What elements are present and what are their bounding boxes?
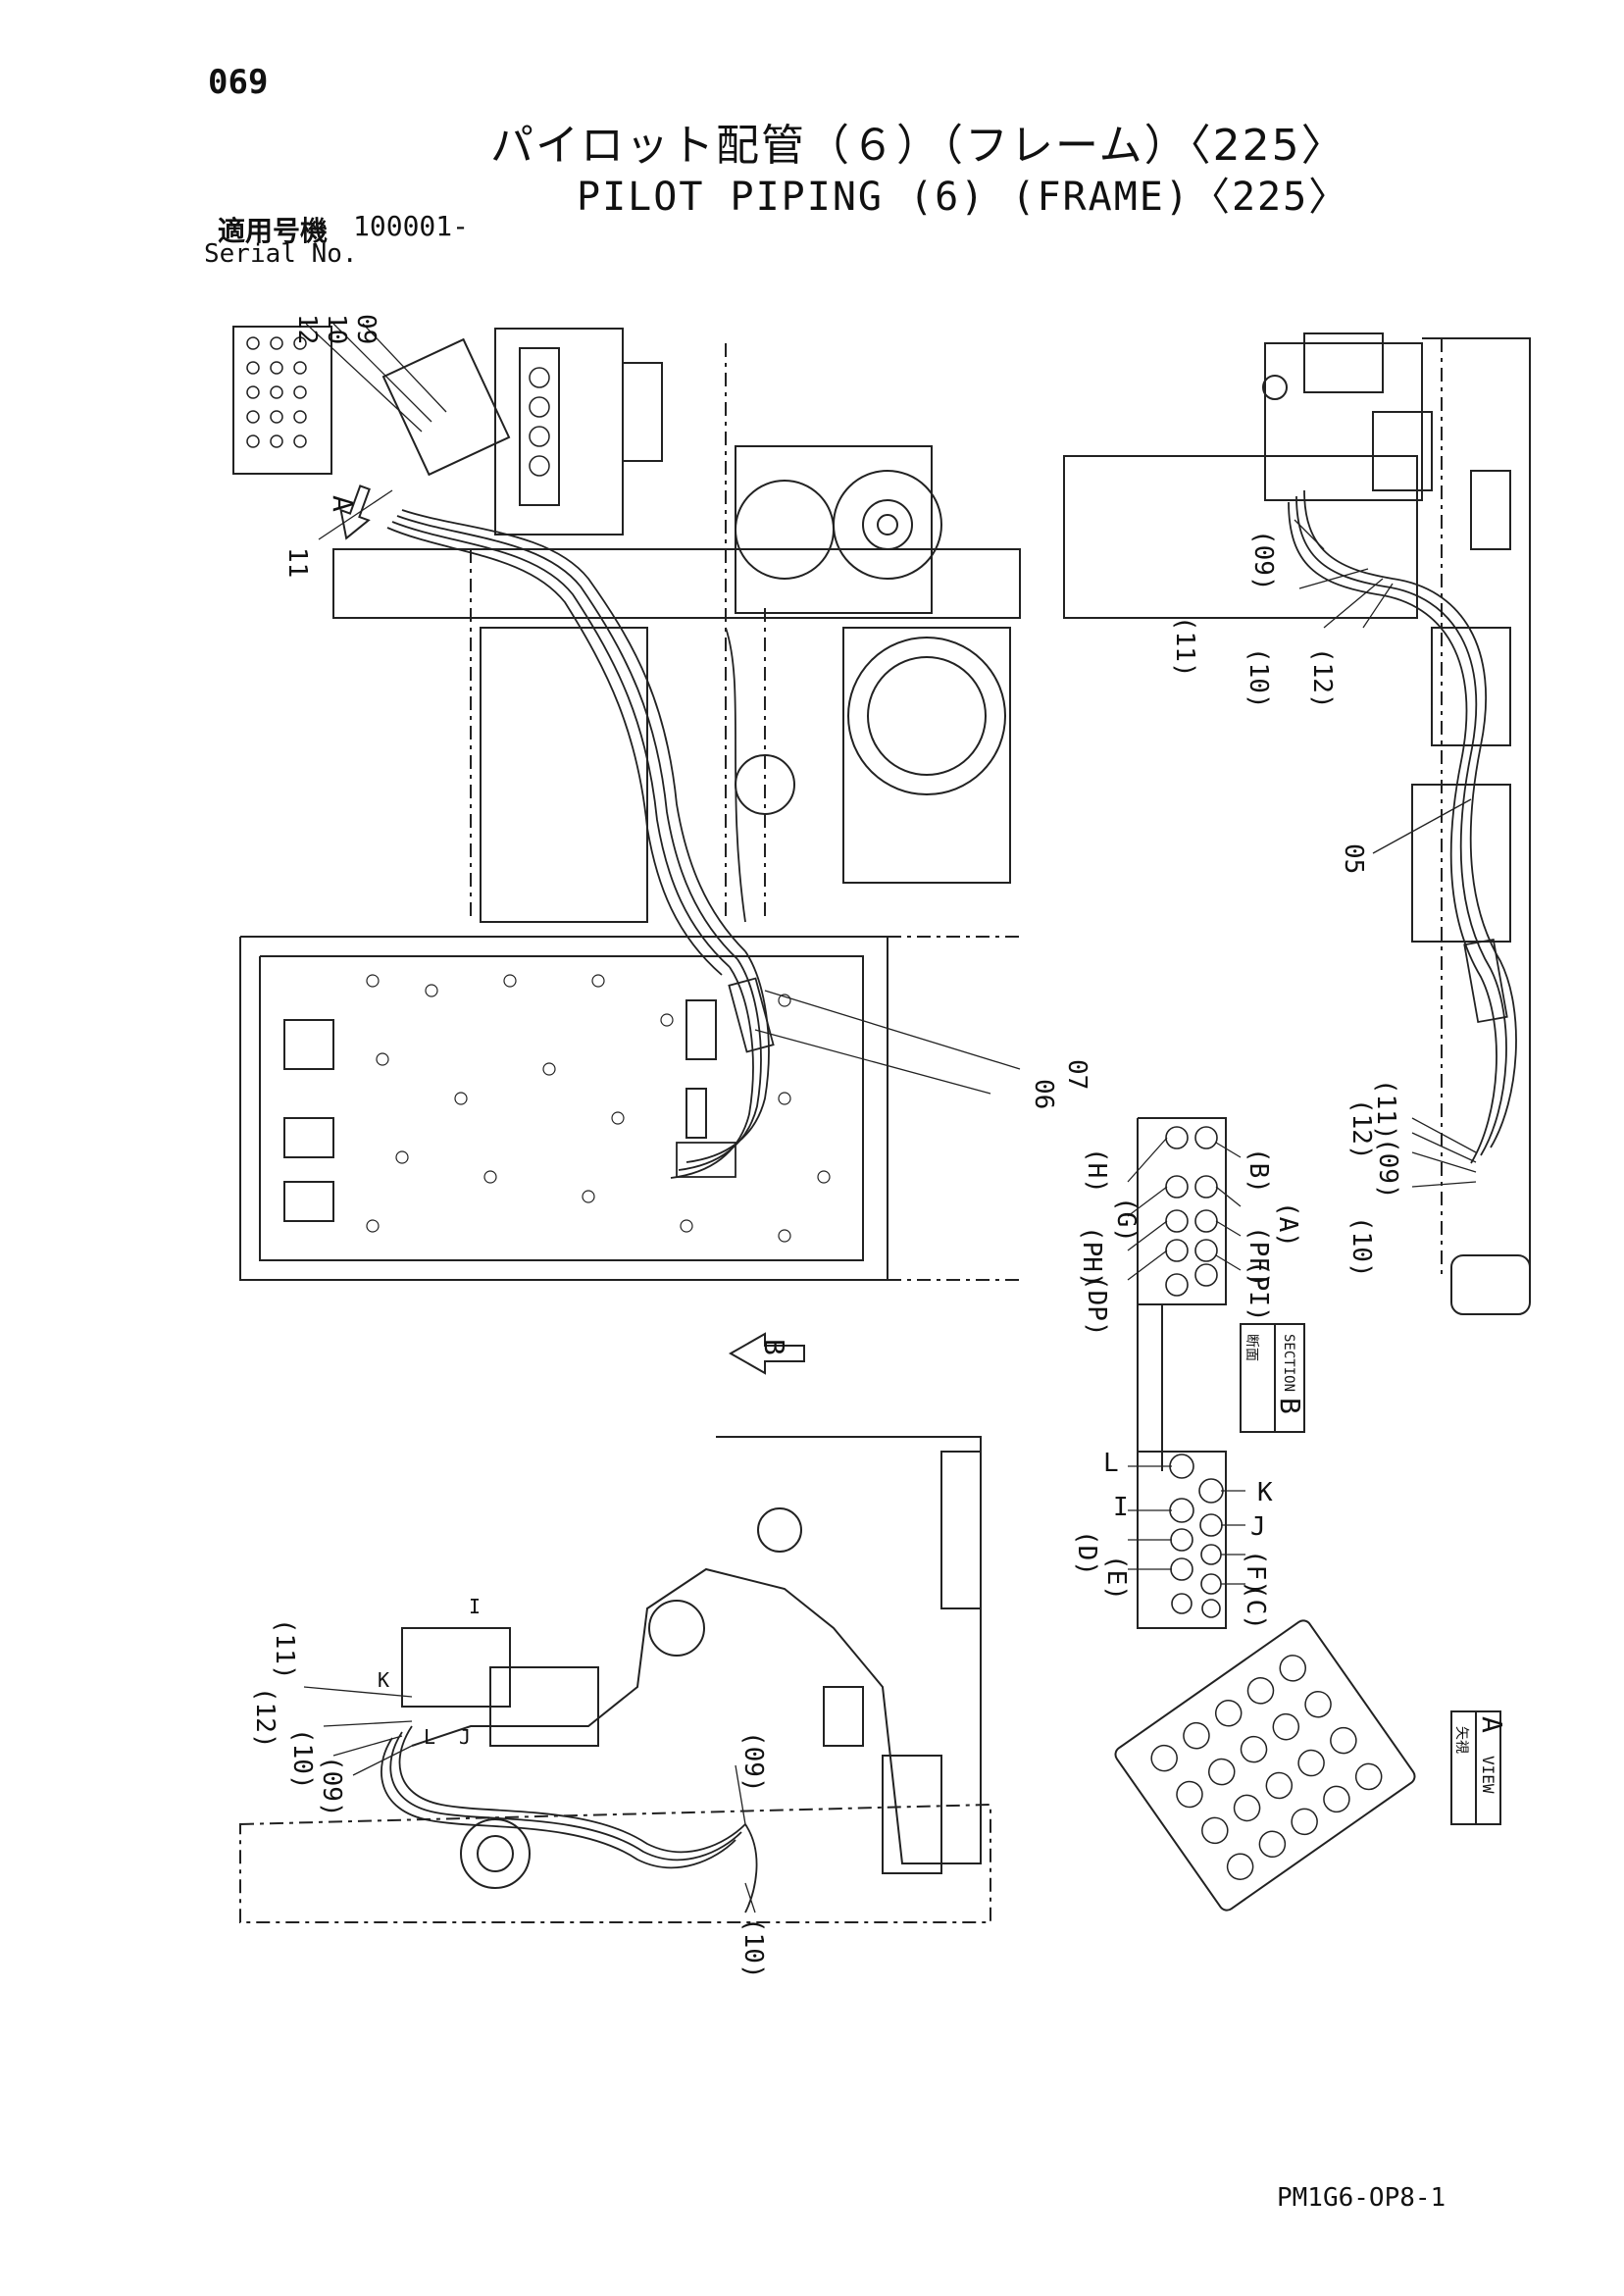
callout-bl-12: (12) (250, 1687, 279, 1749)
port-label-h: (H) (1082, 1148, 1111, 1194)
callout-12: 12 (292, 314, 322, 344)
callout-bl-10b: (10) (738, 1917, 768, 1979)
section-b-label-en: SECTION (1281, 1334, 1296, 1392)
callout-bl-k: K (378, 1668, 389, 1692)
callout-bl-j: J (459, 1725, 471, 1749)
pilot-hose-bundle-frame (670, 950, 775, 1179)
port-label-a: (A) (1273, 1201, 1302, 1248)
main-frame-plate (239, 936, 1020, 1281)
title-japanese: パイロット配管（６）（フレーム）〈225〉 (490, 121, 1346, 171)
section-arrow-b (728, 1332, 805, 1375)
view-a-label-en: VIEW (1479, 1756, 1497, 1794)
callout-bl-l: L (424, 1725, 435, 1749)
view-a-letter: A (1476, 1716, 1508, 1733)
port-label-g: (G) (1111, 1197, 1141, 1243)
section-b-letter: B (1274, 1398, 1306, 1414)
callout-right-lower-12: (12) (1346, 1098, 1376, 1160)
pilot-hose-bundle-upper (386, 509, 746, 976)
callout-bl-11: (11) (270, 1618, 299, 1680)
callout-right-12: (12) (1307, 647, 1337, 709)
callout-07: 07 (1062, 1059, 1091, 1090)
callout-05: 05 (1339, 843, 1368, 874)
title-english: PILOT PIPING (6) (FRAME)〈225〉 (577, 175, 1350, 220)
page-number: 069 (208, 63, 269, 102)
callout-right-10: (10) (1243, 647, 1273, 709)
upper-frame (333, 343, 1020, 922)
port-label-c: (C) (1241, 1584, 1270, 1630)
lower-left-side-view (239, 1436, 991, 1923)
pilot-hose-bundle-lower (381, 1725, 758, 1913)
pilot-hose-bundle-right (1288, 489, 1517, 1164)
callout-11: 11 (282, 547, 312, 578)
port-label-b: (B) (1243, 1148, 1273, 1194)
port-label-i: I (1113, 1493, 1129, 1522)
view-a-valve-block (1114, 1619, 1416, 1912)
port-label-ph: (PH) (1077, 1226, 1106, 1288)
section-b-label-jp: 断面 (1243, 1334, 1259, 1361)
port-label-k: K (1257, 1478, 1273, 1507)
arrow-b-letter: B (758, 1339, 790, 1355)
upper-frame-solid (332, 445, 1021, 923)
callout-right-lower-09: (09) (1373, 1138, 1402, 1199)
callout-10: 10 (322, 314, 351, 344)
serial-value: 100001- (353, 210, 470, 242)
port-label-e: (E) (1101, 1555, 1131, 1601)
port-label-pi: (PI) (1243, 1260, 1273, 1322)
port-label-d: (D) (1072, 1530, 1101, 1576)
drawing-code: PM1G6-OP8-1 (1277, 2183, 1446, 2213)
callout-right-11: (11) (1170, 616, 1199, 678)
callout-bl-09b: (09) (738, 1731, 768, 1793)
callout-bl-10: (10) (287, 1728, 317, 1790)
callout-06: 06 (1029, 1079, 1058, 1109)
leader-lines (303, 323, 1477, 1913)
callout-right-lower-10: (10) (1346, 1216, 1376, 1278)
port-label-pf: (PF) (1243, 1226, 1273, 1288)
view-arrow-a (339, 485, 371, 540)
callout-bl-i: I (469, 1595, 481, 1618)
view-a-label-box (1450, 1710, 1501, 1825)
port-label-dp: (DP) (1082, 1275, 1111, 1337)
port-label-j: J (1250, 1512, 1266, 1542)
view-a-label-jp: 矢視 (1453, 1726, 1469, 1754)
serial-label-japanese: 適用号機 (218, 215, 329, 247)
port-label-f: (F) (1241, 1550, 1270, 1596)
serial-label-english: Serial No. (204, 239, 358, 269)
callout-bl-09: (09) (317, 1756, 346, 1817)
section-b-label-box (1240, 1323, 1305, 1433)
port-label-l: L (1103, 1449, 1119, 1478)
callout-right-lower-11: (11) (1371, 1079, 1400, 1141)
control-valve-top-left (232, 326, 663, 536)
callout-right-09: (09) (1248, 530, 1278, 591)
section-b-port-block (1137, 1117, 1227, 1471)
callout-09: 09 (351, 314, 381, 344)
right-elevation-upper (1063, 332, 1531, 1315)
arrow-a-letter: A (327, 495, 359, 512)
